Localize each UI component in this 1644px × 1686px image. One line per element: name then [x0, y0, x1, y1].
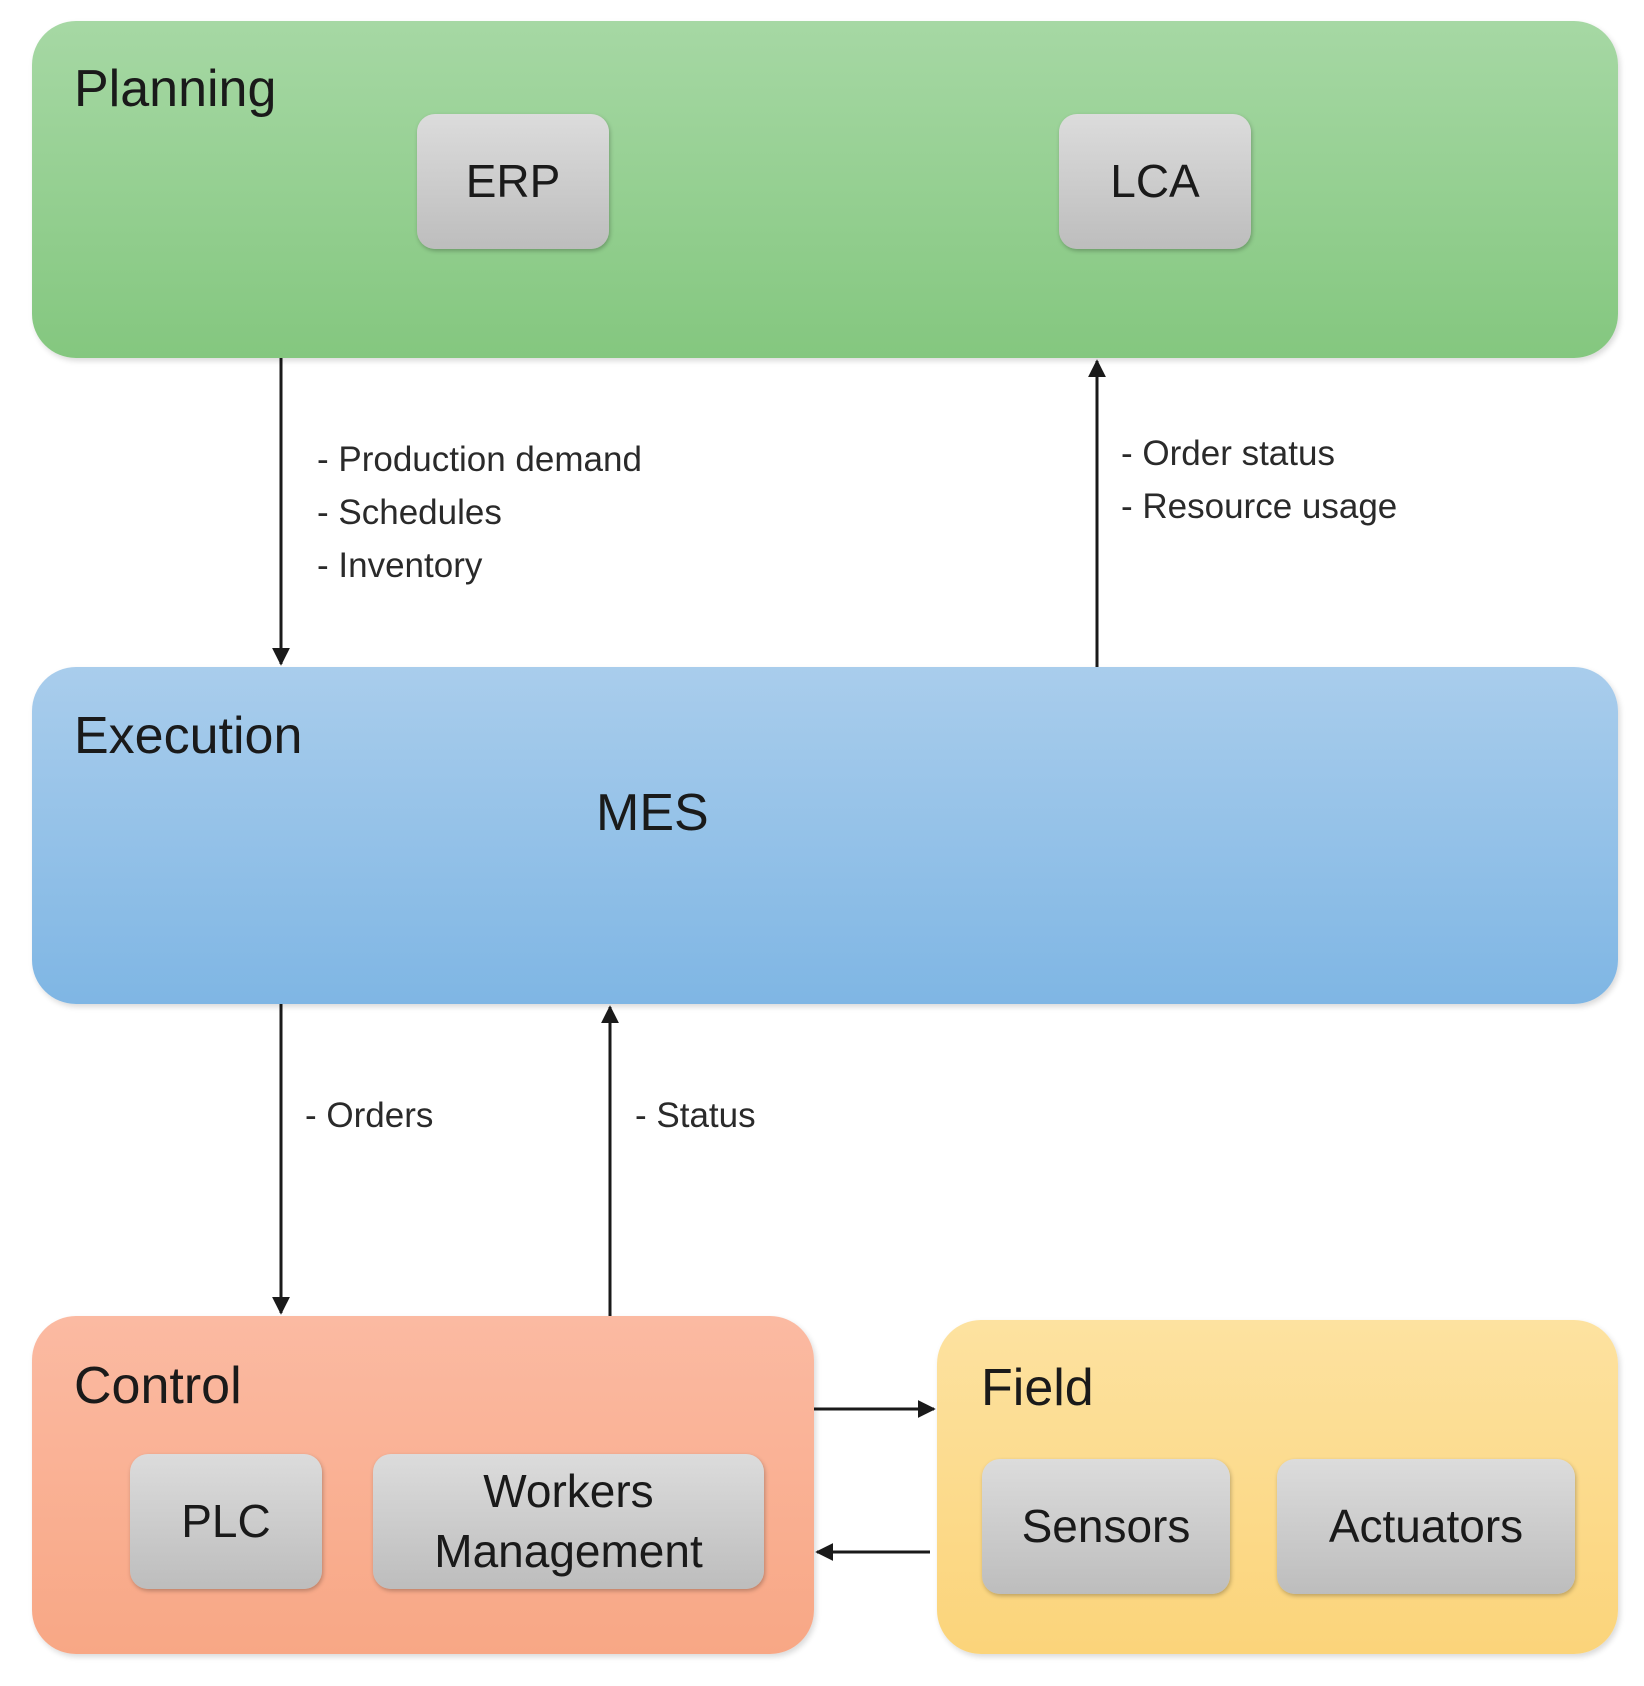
control-layer: Control PLC Workers Management	[32, 1316, 814, 1654]
execution-title: Execution	[74, 707, 303, 765]
field-layer: Field Sensors Actuators	[937, 1320, 1618, 1654]
control-title: Control	[74, 1357, 242, 1415]
flow-label: - Resource usage	[1121, 487, 1398, 526]
planning-title: Planning	[74, 60, 277, 118]
mes-label: MES	[596, 784, 709, 842]
flow-label: - Production demand	[317, 440, 642, 479]
erp-box: ERP	[417, 114, 609, 249]
flow-label: - Status	[635, 1096, 756, 1135]
plc-box: PLC	[130, 1454, 322, 1589]
execution-to-planning-labels: - Order status - Resource usage	[1121, 427, 1397, 533]
planning-to-execution-labels: - Production demand - Schedules - Invent…	[317, 433, 642, 592]
actuators-box: Actuators	[1277, 1459, 1575, 1594]
execution-to-control-labels: - Orders	[305, 1089, 433, 1142]
workers-management-box: Workers Management	[373, 1454, 764, 1589]
lca-box: LCA	[1059, 114, 1251, 249]
planning-layer: Planning ERP LCA	[32, 21, 1618, 358]
execution-layer: Execution MES	[32, 667, 1618, 1004]
flow-label: - Schedules	[317, 493, 502, 532]
flow-label: - Orders	[305, 1096, 434, 1135]
field-title: Field	[981, 1359, 1094, 1417]
flow-label: - Order status	[1121, 434, 1335, 473]
sensors-box: Sensors	[982, 1459, 1230, 1594]
flow-label: - Inventory	[317, 546, 483, 585]
control-to-execution-labels: - Status	[635, 1089, 756, 1142]
